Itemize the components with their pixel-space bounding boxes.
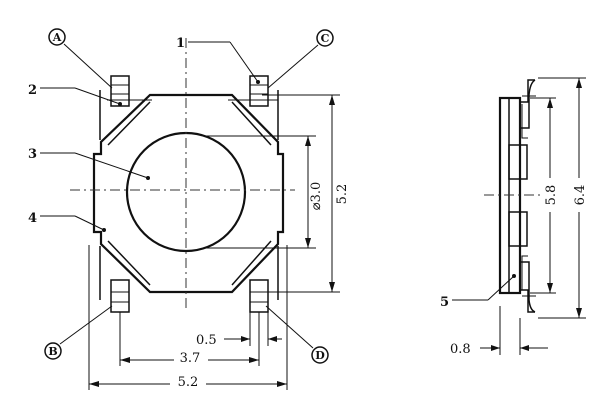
front-view: ⌀3.0 5.2 0.5 3.: [28, 28, 350, 390]
callout-3: 3: [28, 147, 150, 180]
pin-label-a: A: [48, 28, 113, 89]
callout-1: 1: [176, 36, 260, 84]
svg-text:4: 4: [28, 211, 37, 226]
svg-text:3: 3: [28, 147, 37, 162]
total-height-label: 6.4: [573, 185, 588, 206]
pin-width-dimension: 0.5: [196, 312, 282, 348]
body-height-label: 5.8: [544, 185, 559, 206]
pin-label-c: C: [267, 29, 334, 89]
svg-text:A: A: [52, 31, 62, 44]
pin-label-b: B: [44, 305, 113, 360]
height-label: 5.2: [335, 184, 350, 205]
side-body: [498, 79, 536, 313]
lower-notch: [508, 211, 528, 247]
svg-text:C: C: [321, 32, 330, 45]
pin-label-d: D: [265, 305, 329, 364]
body-width-dimension: 5.2: [88, 245, 288, 390]
switch-body: [92, 93, 285, 294]
svg-text:2: 2: [28, 83, 37, 98]
pin-span-dimension: 3.7: [119, 312, 260, 366]
body-width-label: 5.2: [178, 375, 199, 390]
body-height-dimension: 5.8: [530, 97, 559, 294]
svg-text:1: 1: [176, 36, 185, 51]
pin-bottom-left: [110, 279, 130, 313]
svg-text:B: B: [48, 345, 57, 358]
side-view: 5.8 6.4 0.8 5: [440, 77, 588, 357]
svg-text:D: D: [315, 349, 325, 362]
body-bevels: [107, 101, 272, 286]
total-height-dimension: 6.4: [538, 77, 588, 319]
pin-top-right: [249, 75, 269, 107]
diameter-label: ⌀3.0: [309, 182, 324, 211]
height-dimension: 5.2: [262, 94, 350, 293]
upper-notch: [508, 144, 528, 180]
thickness-dimension: 0.8: [450, 306, 548, 357]
thickness-label: 0.8: [450, 342, 471, 357]
callout-5: 5: [440, 274, 516, 310]
callout-2: 2: [28, 83, 122, 106]
svg-text:5: 5: [440, 295, 449, 310]
pin-bottom-right: [249, 279, 269, 313]
pin-width-label: 0.5: [196, 333, 217, 348]
bottom-terminal: [520, 261, 536, 313]
callout-4: 4: [28, 211, 106, 232]
pin-span-label: 3.7: [180, 351, 201, 366]
diameter-dimension: ⌀3.0: [205, 135, 324, 249]
top-terminal: [520, 79, 536, 129]
